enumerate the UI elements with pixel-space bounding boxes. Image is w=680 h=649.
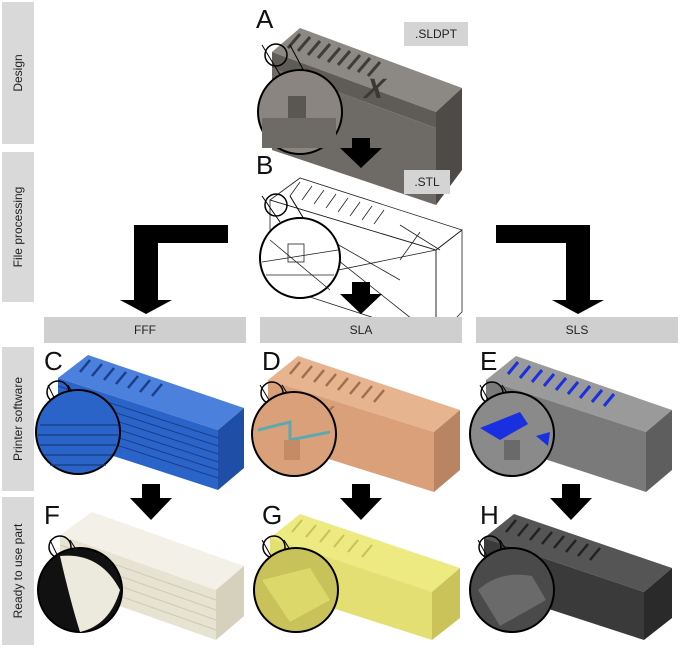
arrow-c-to-f [130,484,172,520]
panel-letter-h: H [480,500,499,530]
method-header-sla: SLA [260,317,462,343]
method-header-fff: FFF [44,317,246,343]
arrow-a-to-b [340,138,382,168]
arrow-d-to-g [340,484,382,520]
panel-letter-d: D [262,346,281,376]
panel-letter-a: A [256,4,274,34]
arrow-b-to-sla [340,282,382,314]
panel-letter-c: C [44,346,63,376]
panel-a-zoom [257,43,343,155]
file-type-tag-stl: .STL [404,170,450,194]
stage-label-ready: Ready to use part [2,497,34,645]
panel-letter-e: E [480,346,498,376]
method-header-sls: SLS [476,317,678,343]
panel-letter-b: B [256,150,274,180]
stage-label-file-processing: File processing [2,152,34,302]
panel-b-zoom [259,193,341,299]
file-type-tag-sldpt: .SLDPT [404,22,468,46]
panel-letter-f: F [44,500,60,530]
panel-e-zoom [469,381,555,477]
arrow-b-to-fff [120,225,228,314]
panel-f-zoom [37,535,123,633]
stage-label-printer-software: Printer software [2,347,34,491]
panel-h-zoom [469,535,555,633]
panel-letter-g: G [262,500,283,530]
panel-g-zoom [253,535,339,633]
stage-label-design: Design [2,2,34,144]
panel-c-zoom [35,380,121,475]
panel-d-zoom [251,381,337,477]
arrow-e-to-h [550,484,592,520]
arrow-b-to-sls [496,225,604,314]
